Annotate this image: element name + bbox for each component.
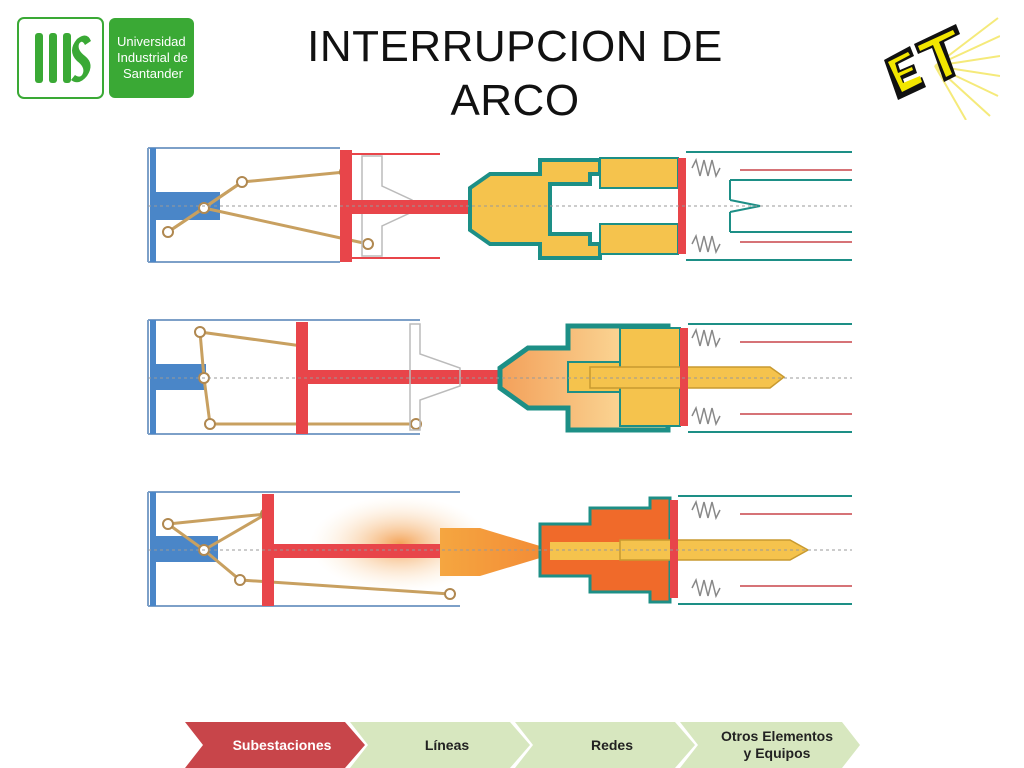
nozzle <box>468 158 602 260</box>
university-name-line2: Industrial de <box>117 50 188 65</box>
spring <box>691 157 721 255</box>
chevron-shape-icon <box>350 722 530 768</box>
uis-mark-icon <box>35 33 91 83</box>
university-name-line3: Santander <box>123 66 184 81</box>
fixed-contact-lines <box>686 151 852 261</box>
breaker-diagram-arc-quenching <box>147 491 852 607</box>
nav-item-lineas[interactable]: Líneas <box>350 722 530 768</box>
nav-item-otros-elementos[interactable]: Otros Elementos y Equipos <box>680 722 860 768</box>
university-logo: Universidad Industrial de Santander <box>17 17 194 99</box>
breaker-diagram-separating <box>147 319 852 435</box>
chevron-shape-icon <box>680 722 860 768</box>
chevron-shape-icon <box>185 722 365 768</box>
chevron-shape-icon <box>515 722 695 768</box>
nav-label: Líneas <box>424 736 470 753</box>
university-name-line1: Universidad <box>117 34 186 49</box>
et-mark-icon <box>884 24 960 100</box>
nav-item-redes[interactable]: Redes <box>515 722 695 768</box>
nav-item-subestaciones[interactable]: Subestaciones <box>185 722 365 768</box>
nav-label: Subestaciones <box>232 736 332 753</box>
page-title: INTERRUPCION DE ARCO <box>307 22 723 125</box>
nav-label: Redes <box>590 736 634 753</box>
nav-label: Otros Elementos y Equipos <box>720 728 834 761</box>
breaker-diagram-closed <box>147 147 852 263</box>
section-navigation: Subestaciones Líneas Redes Otros Element… <box>185 722 865 768</box>
et-logo <box>884 17 1000 120</box>
